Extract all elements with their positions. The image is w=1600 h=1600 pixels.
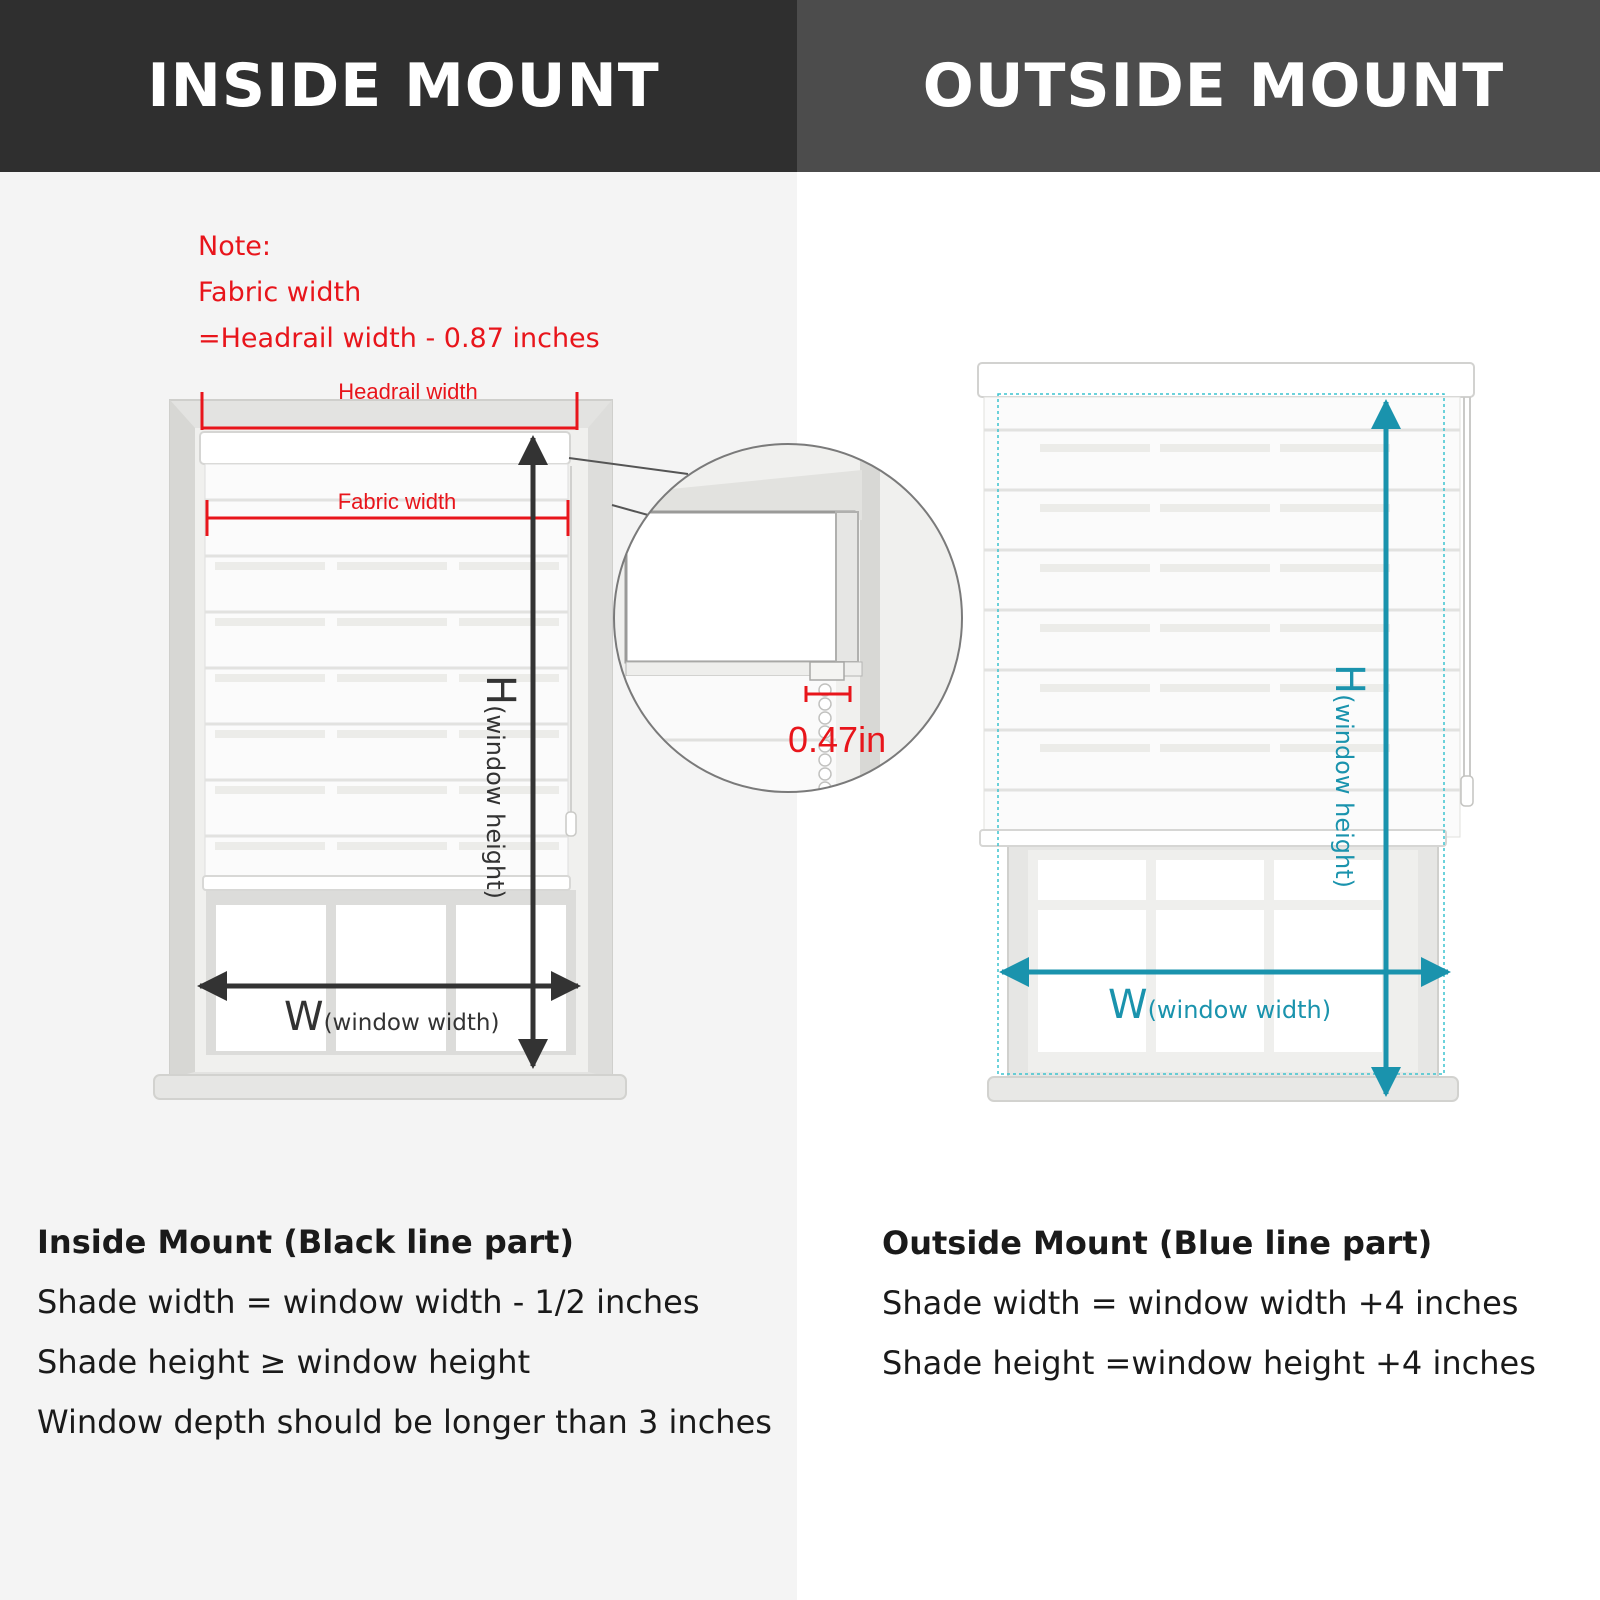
outside-mount-title: OUTSIDE MOUNT [922,51,1505,121]
inside-mount-title: INSIDE MOUNT [147,51,660,121]
outside-width-label: W(window width) [1108,982,1331,1028]
outside-height-label: H(window height) [1326,664,1372,888]
note-line-fabric: Fabric width [198,277,362,308]
outside-desc-title: Outside Mount (Blue line part) [882,1224,1433,1262]
inside-window [153,399,627,1100]
outside-height-letter: H [1326,664,1372,694]
outside-width-letter: W [1108,982,1148,1028]
headrail-width-measure [200,392,579,430]
inside-mount-description: Inside Mount (Black line part) Shade wid… [37,1222,772,1462]
note-label: Note: [198,231,272,262]
outside-width-text: (window width) [1148,996,1332,1024]
inside-height-letter: H [477,675,523,705]
fabric-width-label: Fabric width [338,489,457,514]
inside-height-label: H(window height) [477,675,523,899]
outside-mount-header: OUTSIDE MOUNT [797,0,1600,172]
svg-text:H(window height): H(window height) [1326,664,1372,888]
svg-text:H(window height): H(window height) [477,675,523,899]
inside-height-text: (window height) [481,705,509,899]
inside-desc-line-height: Shade height ≥ window height [37,1343,531,1381]
outside-height-text: (window height) [1330,694,1358,888]
inside-width-letter: W [284,994,324,1040]
note-line-formula: =Headrail width - 0.87 inches [198,323,600,354]
inside-width-label: W(window width) [284,994,499,1040]
zoom-measure-label: 0.47in [788,719,886,760]
outside-desc-line-height: Shade height =window height +4 inches [882,1344,1536,1382]
headrail-width-label: Headrail width [338,379,477,404]
inside-desc-line-width: Shade width = window width - 1/2 inches [37,1283,700,1321]
inside-desc-title: Inside Mount (Black line part) [37,1223,575,1261]
inside-mount-header: INSIDE MOUNT [0,0,797,172]
headrail-zoom-callout [568,443,963,793]
inside-width-text: (window width) [324,1010,500,1036]
inside-desc-line-depth: Window depth should be longer than 3 inc… [37,1403,772,1441]
fabric-width-measure [205,500,570,536]
outside-window [977,362,1475,1102]
outside-desc-line-width: Shade width = window width +4 inches [882,1284,1519,1322]
outside-mount-description: Outside Mount (Blue line part) Shade wid… [882,1223,1536,1403]
inside-mount-panel: INSIDE MOUNT [0,0,797,1600]
